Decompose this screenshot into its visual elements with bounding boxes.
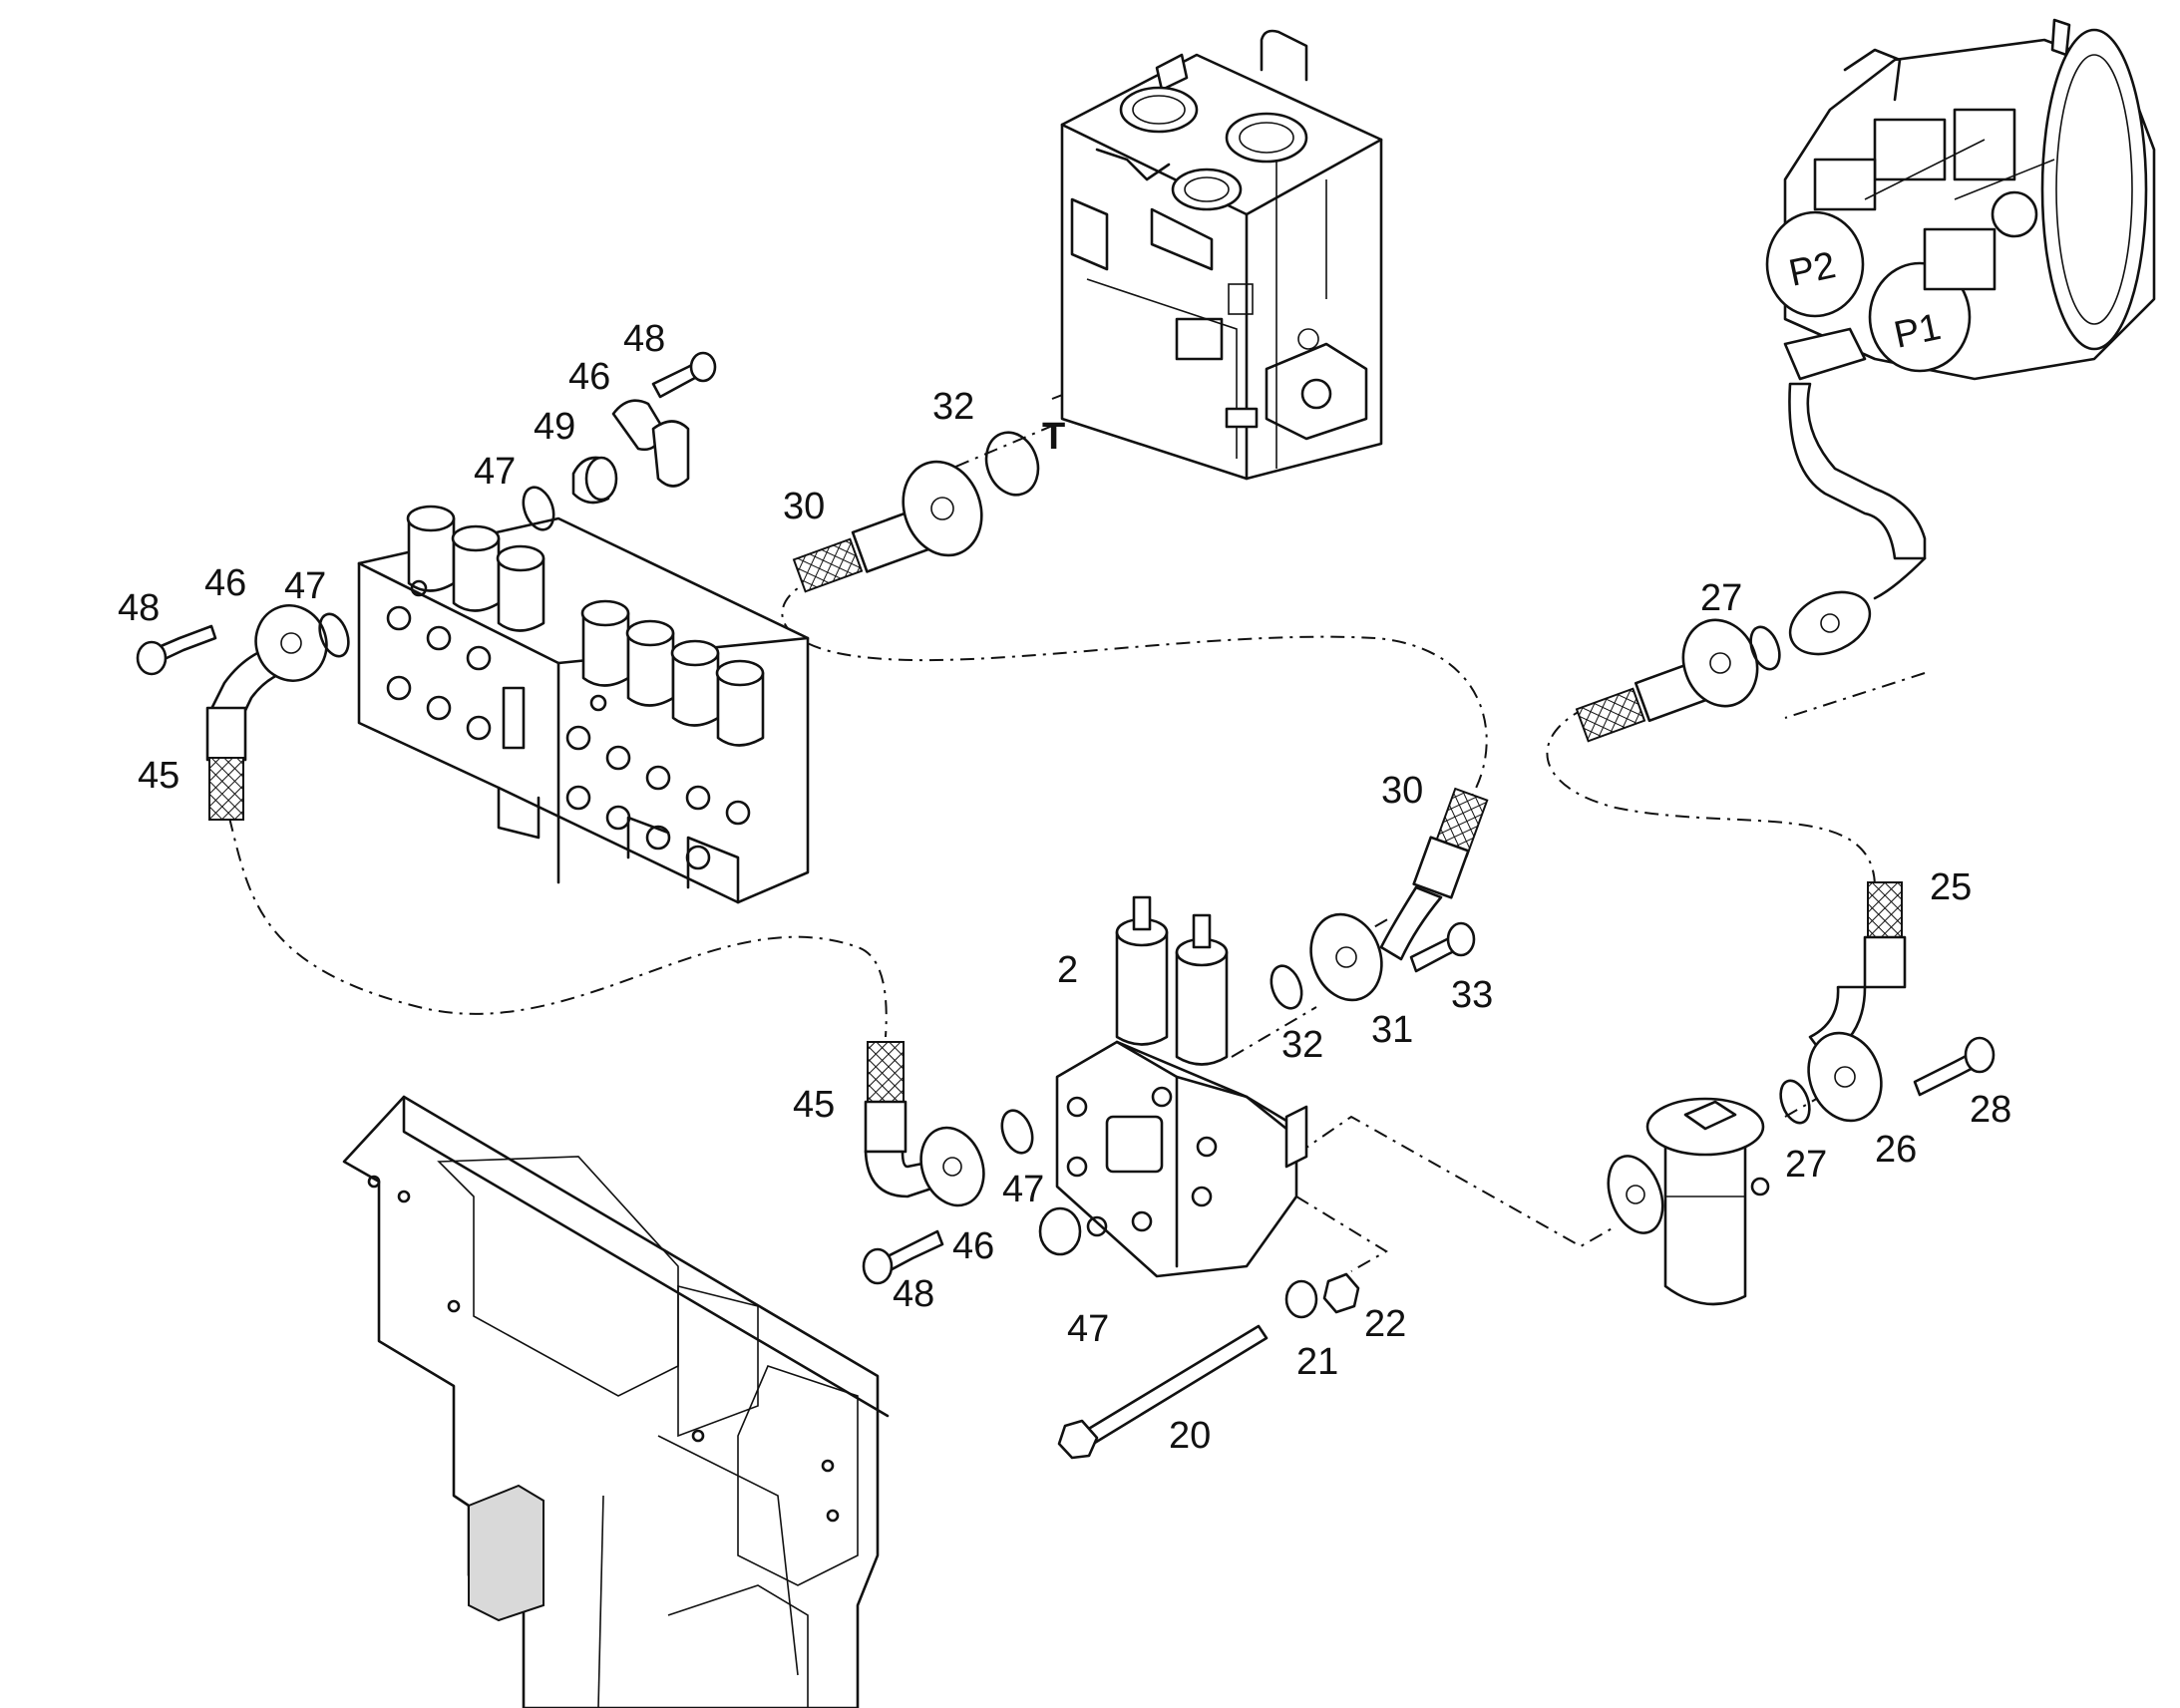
left-bolt-48: [136, 624, 217, 676]
callout-27-filter: 27: [1785, 1144, 1827, 1186]
valve-bolt-48: [862, 1229, 944, 1285]
callout-46-left: 46: [204, 562, 246, 604]
valve-bolt-33: [1409, 921, 1476, 973]
valve-o-ring-47-side: [1000, 1109, 1034, 1155]
plug-49: [571, 456, 618, 505]
pump-o-ring-27-top: [1749, 625, 1781, 671]
tie-rod-20: [1057, 1324, 1269, 1460]
tank-o-ring-32: [984, 431, 1040, 497]
tank-return-hose-30: [792, 460, 983, 593]
callout-26: 26: [1875, 1129, 1917, 1171]
callout-20: 20: [1169, 1415, 1211, 1457]
callout-25: 25: [1930, 866, 1972, 908]
valve-return-hose-30: [1309, 787, 1489, 1002]
main-control-valve: [357, 505, 810, 904]
callout-46-top: 46: [568, 356, 610, 398]
callout-47-valve-bottom: 47: [1067, 1308, 1109, 1350]
pump-label-p1: P1: [1891, 306, 1945, 357]
callout-48-left: 48: [118, 587, 160, 629]
callout-47-valve-side: 47: [1002, 1169, 1044, 1210]
callout-46-valve: 46: [952, 1225, 994, 1267]
callout-45-valve: 45: [793, 1084, 835, 1126]
callout-49: 49: [534, 406, 575, 448]
callout-47-top: 47: [474, 451, 516, 493]
filter-bolt-28: [1913, 1036, 1996, 1097]
valve-ports: [386, 579, 751, 870]
left-o-ring-47: [318, 612, 350, 658]
callout-31: 31: [1371, 1009, 1413, 1051]
pump-outlet-hose: [1783, 327, 1927, 656]
callout-48-valve: 48: [893, 1273, 934, 1315]
mounting-frame: [342, 1095, 890, 1708]
top-o-ring-47: [522, 486, 555, 531]
callout-33: 33: [1451, 974, 1493, 1016]
top-bolt-48: [651, 351, 717, 399]
valve-solenoids: [406, 505, 765, 747]
valve-inlet-hose-45: [864, 1041, 985, 1207]
pump-label-p2: P2: [1785, 244, 1839, 295]
callout-47-left: 47: [284, 565, 326, 607]
valve-o-ring-32: [1270, 964, 1303, 1010]
callout-30-valve: 30: [1381, 770, 1423, 812]
hydraulic-tank: [1060, 29, 1383, 481]
pump-line-hose-25: [1575, 618, 1759, 743]
washer-21: [1284, 1279, 1318, 1319]
callout-32-tank: 32: [932, 386, 974, 428]
filter-o-ring-27: [1779, 1079, 1811, 1125]
callout-30-tank: 30: [783, 486, 825, 527]
callout-2: 2: [1057, 949, 1078, 991]
return-filter: [1607, 1097, 1770, 1306]
split-flange-46: [611, 399, 690, 488]
callout-labels: 48 46 49 47 48 46 47 45 32 T 30 27 30 25…: [118, 318, 2011, 1457]
callout-45-left: 45: [138, 755, 180, 797]
callout-t-port: T: [1042, 416, 1065, 458]
callout-27-top: 27: [1700, 577, 1742, 619]
callout-28: 28: [1970, 1089, 2011, 1131]
callout-48-top: 48: [623, 318, 665, 360]
nut-22: [1322, 1272, 1360, 1314]
callout-32-valve: 32: [1281, 1024, 1323, 1066]
callout-21: 21: [1296, 1341, 1338, 1383]
engine-pump-assembly: [1765, 18, 2156, 381]
valve-o-ring-47-bottom: [1038, 1206, 1082, 1256]
filter-hose-25: [1807, 881, 1907, 1123]
left-elbow-hose-45: [205, 604, 328, 821]
callout-22: 22: [1364, 1303, 1406, 1345]
section-valve-2: [1055, 895, 1308, 1278]
